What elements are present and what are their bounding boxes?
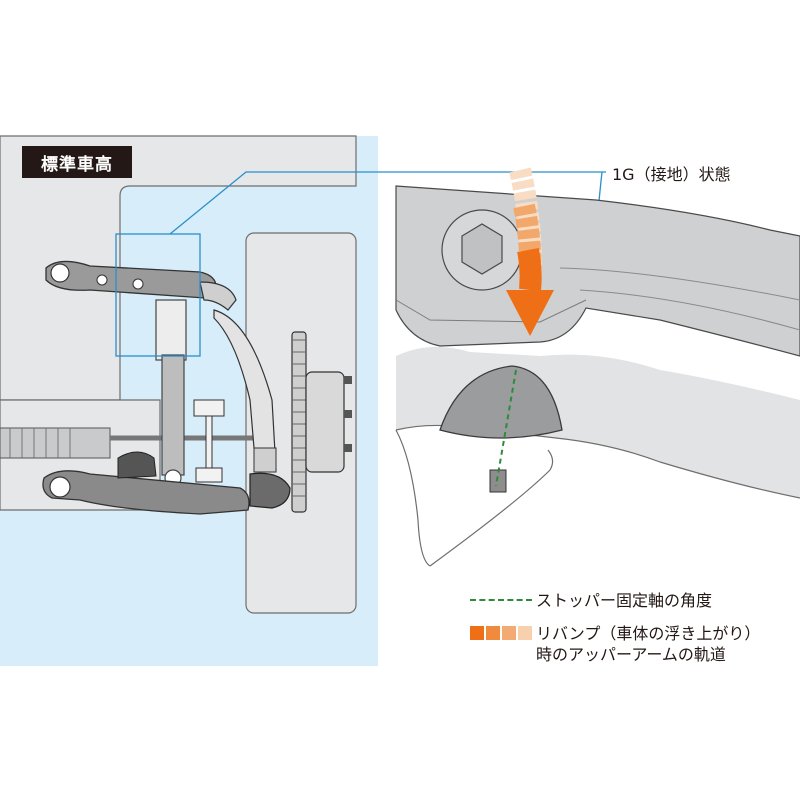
stabilizer-link: [193, 399, 225, 483]
left-panel: [0, 135, 378, 666]
legend-label: リバンプ（車体の浮き上がり） 時のアッパーアームの軌道: [536, 624, 761, 664]
legend-label: ストッパー固定軸の角度: [536, 591, 713, 610]
highlight-box: [115, 233, 201, 357]
legend-item-stopper-axis: ストッパー固定軸の角度: [470, 590, 760, 611]
brake-rotor: [291, 331, 352, 513]
upper-arm: [45, 260, 237, 311]
steering-rack: [0, 427, 260, 459]
orange-gradient-swatch: [470, 623, 536, 643]
legend-item-rebound: リバンプ（車体の浮き上がり） 時のアッパーアームの軌道: [470, 623, 760, 665]
callout-line: [169, 171, 606, 235]
lower-arm: [42, 447, 291, 515]
title-tag: 標準車高: [22, 146, 132, 178]
green-dash-swatch: [470, 590, 536, 610]
rebound-arrow: [506, 167, 554, 336]
bump-stopper: [439, 365, 563, 493]
legend: ストッパー固定軸の角度 リバンプ（車体の浮き上がり） 時のアッパーアームの軌道: [470, 590, 760, 665]
callout-label: 1G（接地）状態: [612, 165, 731, 184]
stopper-axis-line: [495, 369, 517, 487]
right-panel: [395, 167, 800, 800]
hex-bolt: [441, 209, 523, 291]
